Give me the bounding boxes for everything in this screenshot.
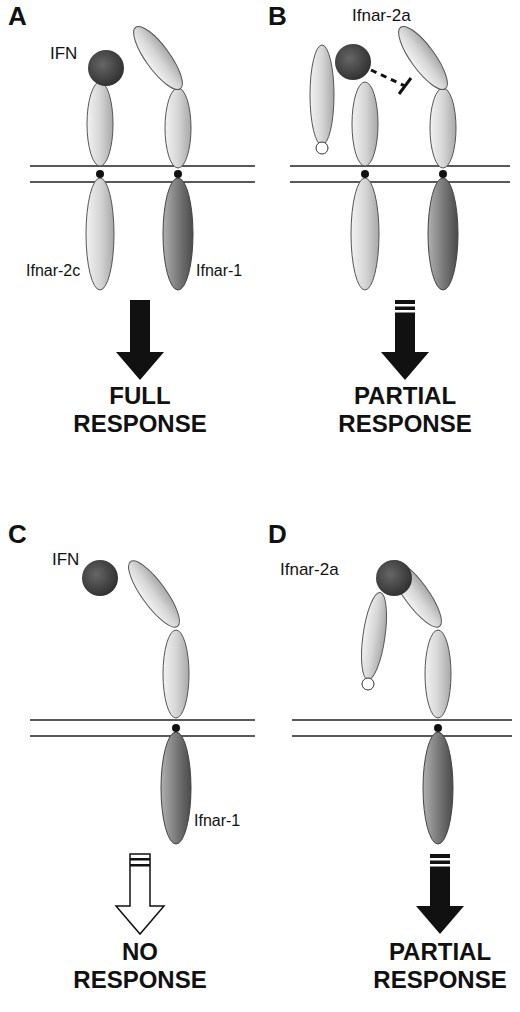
arrow-stripe [130, 858, 150, 861]
membrane-line [290, 165, 510, 166]
panel-b [290, 20, 510, 380]
panel-a [30, 20, 255, 380]
receptor-domain [430, 88, 456, 168]
receptor-domain [165, 88, 191, 168]
response-label: FULL RESPONSE [65, 382, 215, 438]
receptor-name: Ifnar-2a [280, 560, 339, 580]
panel-letter: C [8, 520, 27, 550]
receptor-domain [86, 178, 114, 290]
soluble-receptor [357, 591, 391, 681]
response-arrow [116, 854, 164, 934]
membrane-line [30, 735, 255, 736]
response-label: NO RESPONSE [65, 938, 215, 994]
receptor-domain [161, 732, 191, 844]
arrow-stripe [393, 304, 417, 307]
membrane-line [30, 181, 255, 182]
membrane-line [290, 181, 510, 182]
receptor-domain [126, 20, 190, 96]
response-arrow [416, 854, 464, 934]
ifn-ligand [335, 44, 371, 80]
receptor-domain [87, 82, 113, 166]
ifn-ligand [88, 50, 124, 86]
membrane-line [292, 719, 512, 720]
response-arrow [381, 300, 429, 380]
arrow-stripe [130, 864, 150, 867]
receptor-domain [428, 178, 458, 290]
receptor-domain [425, 630, 451, 718]
receptor-name: Ifnar-2c [26, 262, 80, 280]
transmembrane-dot [434, 724, 442, 732]
panel-letter: B [268, 2, 287, 32]
receptor-name: Ifnar-1 [196, 262, 242, 280]
receptor-name: Ifnar-2a [352, 6, 411, 26]
arrow-stripe [393, 310, 417, 313]
membrane-line [30, 165, 255, 166]
panel-letter: D [268, 520, 287, 550]
arrow-stripe [428, 858, 452, 861]
soluble-tail [362, 678, 374, 690]
soluble-receptor [310, 45, 334, 145]
transmembrane-dot [439, 170, 447, 178]
membrane-line [292, 735, 512, 736]
soluble-tail [316, 142, 328, 154]
transmembrane-dot [172, 724, 180, 732]
transmembrane-dot [96, 170, 104, 178]
receptor-domain [351, 178, 379, 290]
membrane-line [30, 719, 255, 720]
ifn-ligand [82, 560, 118, 596]
ifn-ligand [376, 560, 412, 596]
response-label: PARTIAL RESPONSE [330, 382, 480, 438]
receptor-name: Ifnar-1 [194, 812, 240, 830]
receptor-domain [352, 82, 378, 166]
transmembrane-dot [361, 170, 369, 178]
panel-c [30, 555, 255, 934]
ligand-name: IFN [52, 550, 79, 570]
panel-letter: A [8, 2, 27, 32]
receptor-domain [423, 732, 453, 844]
blocked-binding [399, 78, 411, 94]
ligand-name: IFN [50, 44, 77, 64]
blocked-binding [371, 70, 405, 86]
receptor-domain [163, 178, 193, 290]
response-label: PARTIAL RESPONSE [365, 938, 515, 994]
arrow-stripe [428, 864, 452, 867]
receptor-domain [121, 555, 187, 634]
receptor-domain [163, 630, 189, 718]
response-arrow [116, 300, 164, 380]
transmembrane-dot [174, 170, 182, 178]
receptor-domain [391, 20, 455, 96]
panel-d [292, 555, 512, 934]
